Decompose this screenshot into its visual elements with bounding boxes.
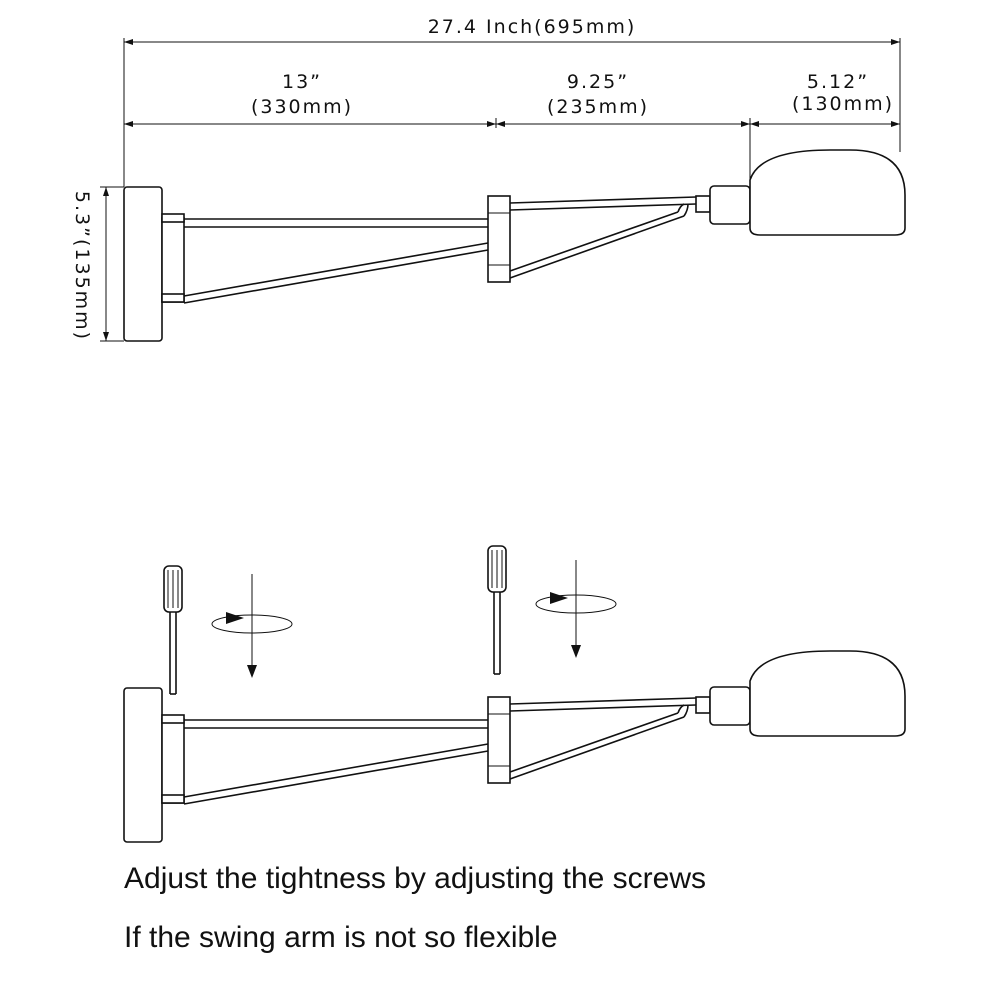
overall-length-dimension: 27.4 Inch(695mm) (124, 16, 900, 45)
backplate-height-dimension: 5.3”(135mm) (71, 186, 124, 342)
arm-segment-2-inch-label: 9.25” (567, 71, 629, 93)
arm-segment-1-mm-label: (330mm) (251, 96, 353, 118)
caption-adjust-screws: Adjust the tightness by adjusting the sc… (124, 862, 706, 895)
overall-length-label: 27.4 Inch(695mm) (428, 16, 637, 38)
dimensioned-lamp: 27.4 Inch(695mm) 13” (330mm) 9.25” (235m… (71, 16, 906, 342)
adjustment-lamp (123, 545, 906, 843)
caption-swing-arm-flexibility: If the swing arm is not so flexible (124, 921, 558, 954)
screwdriver-icon (163, 565, 183, 695)
down-arrow-icon (571, 560, 581, 658)
arm-segment-2-mm-label: (235mm) (547, 96, 649, 118)
shade-length-mm-label: (130mm) (792, 93, 894, 115)
segment-dimension-line (124, 121, 900, 127)
backplate-height-label: 5.3”(135mm) (71, 191, 93, 341)
down-arrow-icon (247, 574, 257, 678)
arm-segment-1-inch-label: 13” (282, 71, 322, 93)
shade-length-inch-label: 5.12” (807, 71, 869, 93)
screwdriver-icon (487, 545, 507, 675)
